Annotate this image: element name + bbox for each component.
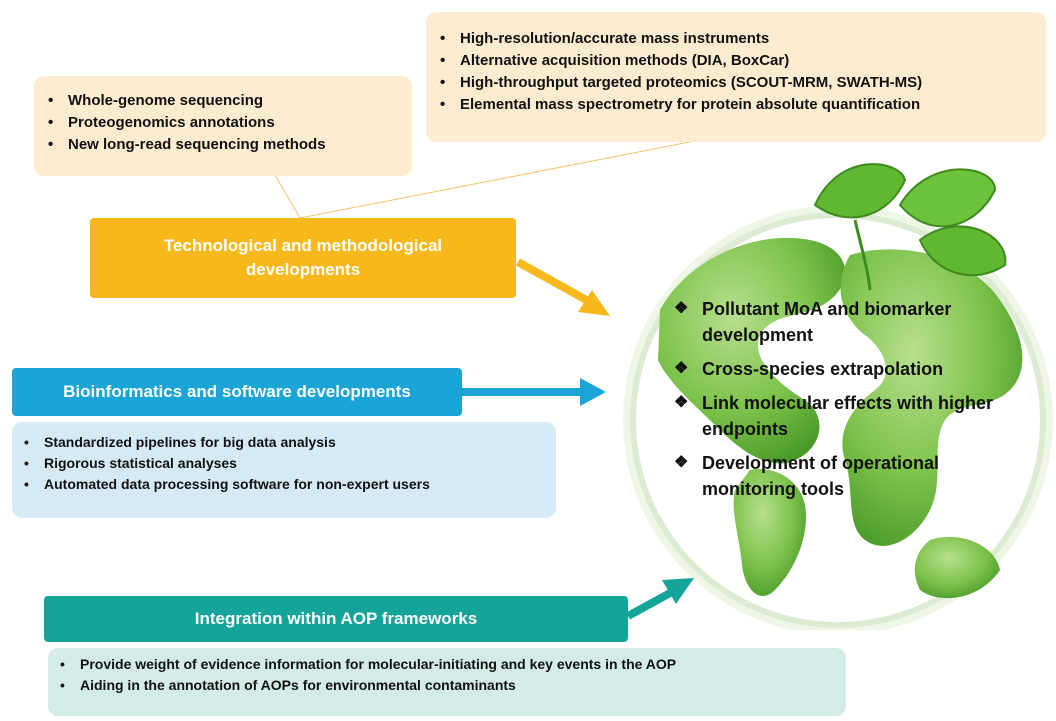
outcome-label: Development of operational monitoring to… — [702, 453, 940, 499]
bioinf-box: Standardized pipelines for big data anal… — [12, 422, 556, 518]
mass-spec-item: Alternative acquisition methods (DIA, Bo… — [438, 50, 1036, 72]
outcomes-list: ❖ Pollutant MoA and biomarker development… — [672, 296, 1002, 510]
sequencing-item: New long-read sequencing methods — [46, 134, 402, 156]
bioinf-item: Automated data processing software for n… — [22, 474, 548, 495]
outcome-item: ❖ Link molecular effects with higher endp… — [672, 390, 1002, 442]
mass-spec-item: High-throughput targeted proteomics (SCO… — [438, 72, 1036, 94]
diamond-bullet-icon: ❖ — [674, 300, 689, 317]
outcome-label: Link molecular effects with higher endpo… — [702, 393, 994, 439]
mass-spec-item: High-resolution/accurate mass instrument… — [438, 28, 1036, 50]
diamond-bullet-icon: ❖ — [674, 454, 689, 471]
arrow-icon — [516, 258, 610, 316]
tech-banner: Technological and methodological develop… — [90, 218, 516, 298]
bioinf-banner: Bioinformatics and software developments — [12, 368, 462, 416]
mass-spec-box: High-resolution/accurate mass instrument… — [426, 12, 1046, 142]
bioinf-item: Rigorous statistical analyses — [22, 453, 548, 474]
aop-banner: Integration within AOP frameworks — [44, 596, 628, 642]
aop-box: Provide weight of evidence information f… — [48, 648, 846, 716]
sequencing-item: Whole-genome sequencing — [46, 90, 402, 112]
diamond-bullet-icon: ❖ — [674, 360, 689, 377]
aop-banner-label: Integration within AOP frameworks — [194, 609, 478, 628]
arrow-icon — [626, 578, 694, 620]
sequencing-item: Proteogenomics annotations — [46, 112, 402, 134]
diamond-bullet-icon: ❖ — [674, 394, 689, 411]
bioinf-item: Standardized pipelines for big data anal… — [22, 432, 548, 453]
globe-icon — [623, 163, 1053, 630]
bioinf-banner-label: Bioinformatics and software developments — [63, 382, 411, 401]
outcome-item: ❖ Pollutant MoA and biomarker development — [672, 296, 1002, 348]
aop-item: Aiding in the annotation of AOPs for env… — [58, 675, 838, 696]
outcome-item: ❖ Development of operational monitoring t… — [672, 450, 1002, 502]
outcome-item: ❖ Cross-species extrapolation — [672, 356, 1002, 382]
arrow-icon — [462, 378, 606, 406]
sequencing-box: Whole-genome sequencingProteogenomics an… — [34, 76, 412, 176]
outcome-label: Cross-species extrapolation — [702, 359, 944, 379]
mass-spec-item: Elemental mass spectrometry for protein … — [438, 94, 1036, 116]
aop-item: Provide weight of evidence information f… — [58, 654, 838, 675]
tech-banner-label: Technological and methodological develop… — [163, 236, 443, 279]
outcome-label: Pollutant MoA and biomarker development — [702, 299, 952, 345]
leaf-icon — [813, 163, 1007, 291]
